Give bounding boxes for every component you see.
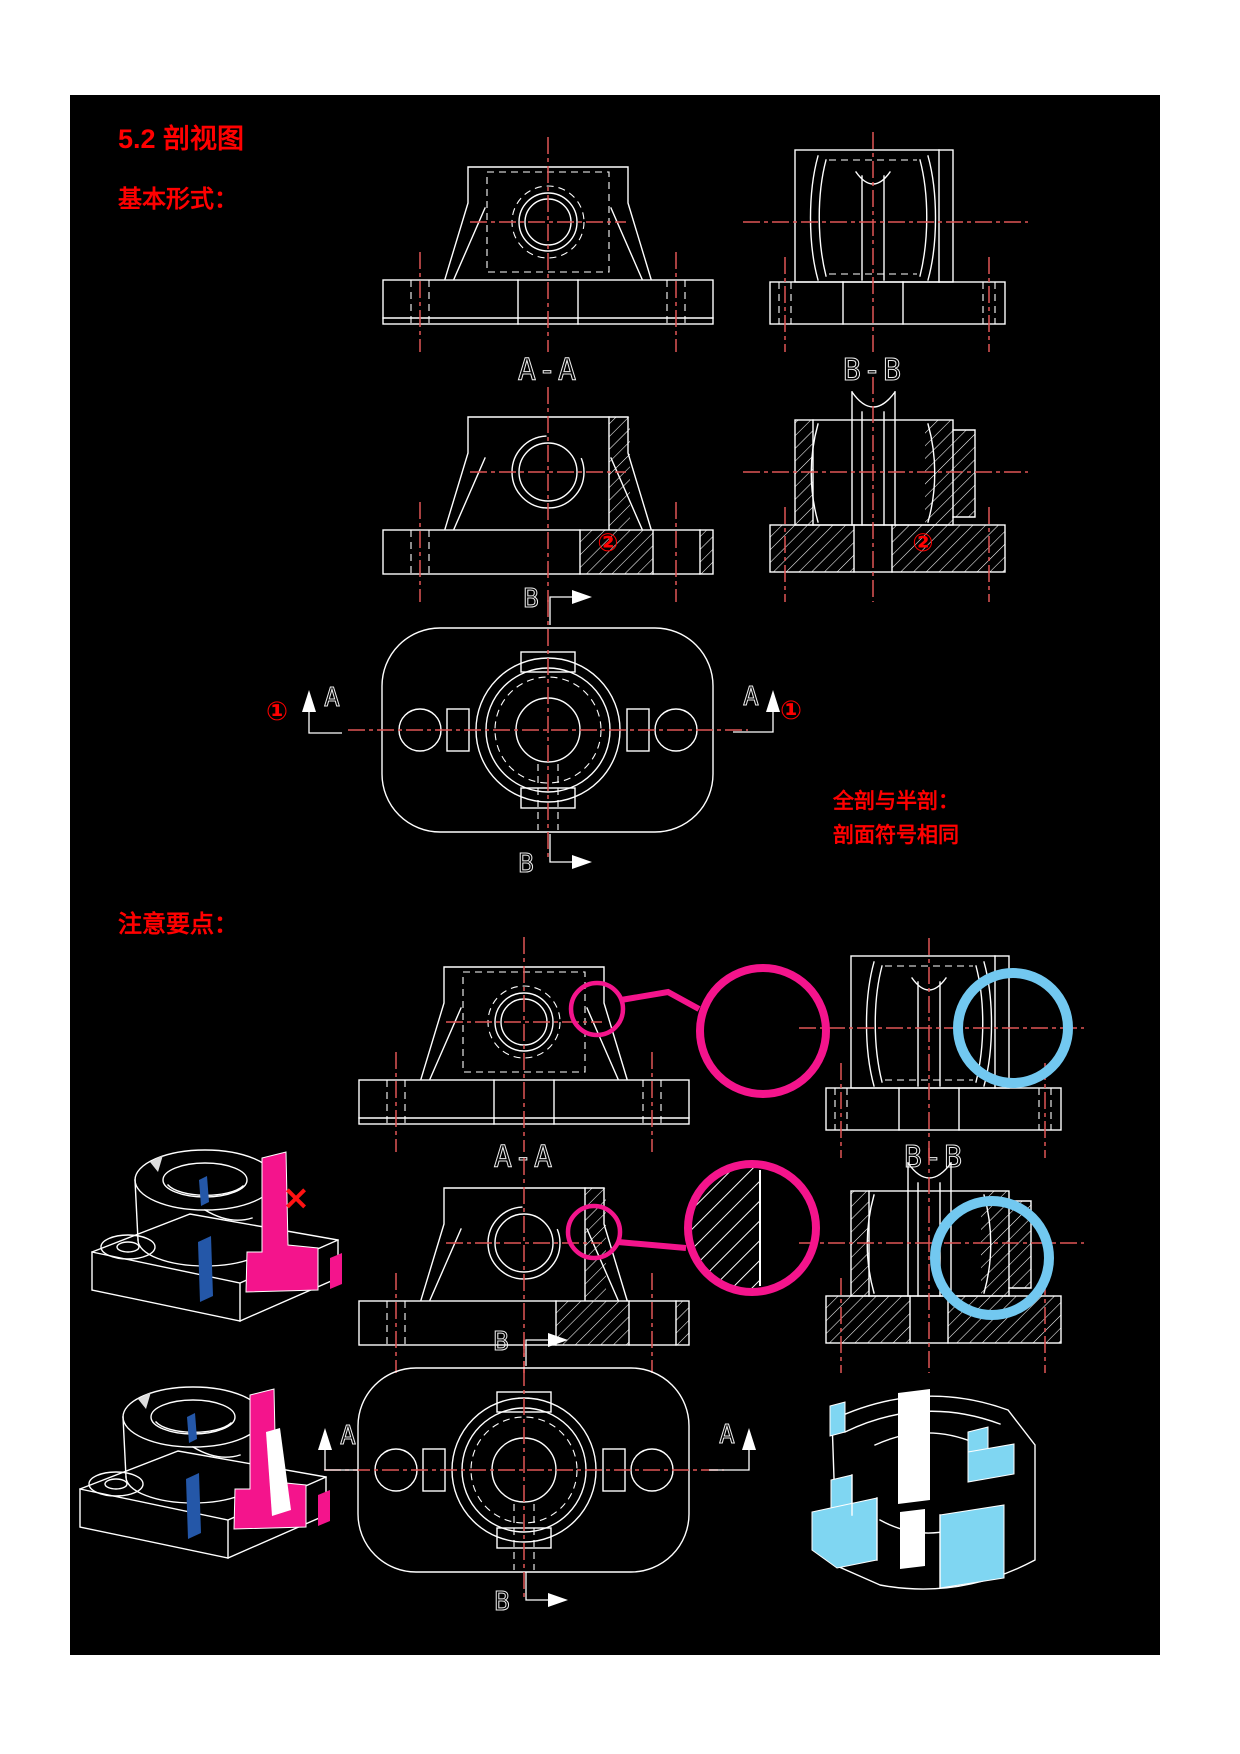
cutting-plane-arrow-b-top-upper: B <box>523 584 592 625</box>
cutting-plane-arrow-b-top-lower: B <box>493 1327 568 1366</box>
svg-text:B: B <box>518 849 536 879</box>
bore-far-wall-highlight <box>898 1389 930 1504</box>
page-title: 5.2 剖视图 <box>118 123 244 154</box>
svg-text:B: B <box>523 584 541 614</box>
label-section-bb-upper: B-B <box>843 353 903 388</box>
highlight-connector-1 <box>620 988 701 1012</box>
svg-text:A: A <box>719 1420 737 1450</box>
subtitle-key-points: 注意要点： <box>118 910 238 938</box>
callout-2-on-bb: ② <box>912 528 933 557</box>
label-section-aa-lower: A-A <box>494 1140 554 1175</box>
cutting-plane-arrow-b-bottom-upper: B <box>518 834 592 880</box>
callout-1-left: ① <box>266 697 288 727</box>
annotation-line1: 全剖与半剖： <box>832 789 959 813</box>
pictorial-3d-cutaway-cyan <box>811 1389 1036 1590</box>
cutting-plane-arrow-a-left-lower: A <box>318 1421 358 1471</box>
annotation-line2: 剖面符号相同 <box>833 823 959 847</box>
cutting-plane-arrow-a-right-upper: A ① <box>733 682 802 733</box>
subtitle-basic-forms: 基本形式： <box>118 186 238 213</box>
svg-text:B: B <box>494 1587 512 1617</box>
svg-text:B: B <box>493 1327 511 1357</box>
highlight-connector-2 <box>617 1239 687 1251</box>
highlight-circle-pink-big-hatched <box>684 1160 820 1296</box>
cutting-plane-arrow-a-right-lower: A <box>709 1420 756 1471</box>
highlight-circle-pink-big-empty <box>696 964 830 1098</box>
callout-2-on-aa: ② <box>597 528 618 557</box>
highlight-circle-pink-small-2 <box>565 1203 623 1261</box>
svg-text:A: A <box>340 1421 358 1451</box>
pictorial-3d-correct <box>79 1386 331 1559</box>
highlight-circle-pink-small-1 <box>568 980 626 1038</box>
cut-faces-cyan <box>811 1401 1015 1589</box>
bore-far-wall-highlight-2 <box>900 1509 925 1569</box>
highlight-circle-cyan-1 <box>953 968 1073 1088</box>
highlight-circle-cyan-2 <box>930 1196 1054 1320</box>
cutting-plane-arrow-a-left-upper: A ① <box>266 683 342 734</box>
pictorial-3d-wrong: × <box>91 1149 343 1322</box>
cutting-plane-arrow-b-bottom-lower: B <box>494 1572 568 1618</box>
callout-1-right: ① <box>780 696 802 726</box>
unsectioned-rib-face <box>266 1428 291 1516</box>
svg-text:A: A <box>743 682 761 712</box>
svg-text:A: A <box>324 683 342 713</box>
label-section-aa-upper: A-A <box>518 353 578 388</box>
error-cross-mark: × <box>282 1178 311 1218</box>
